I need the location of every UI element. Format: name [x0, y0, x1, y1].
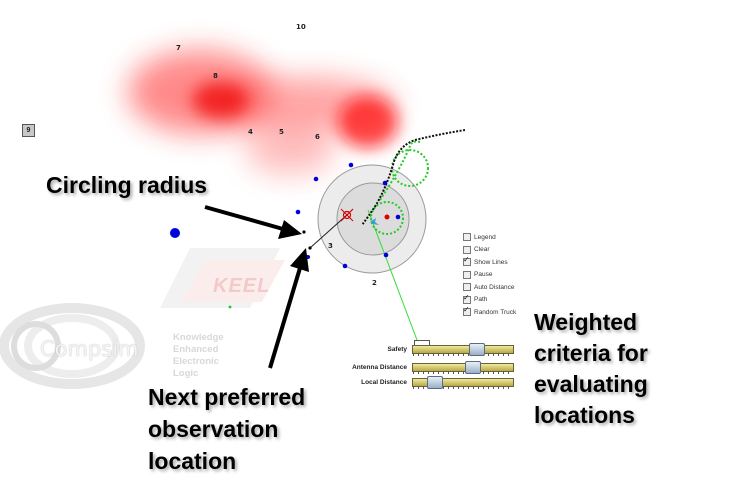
keel-line: Electronic: [173, 356, 219, 367]
checkbox-label: Pause: [474, 271, 493, 279]
aircraft-icon: [370, 218, 379, 225]
checkbox-box[interactable]: [463, 270, 471, 279]
control-panel: Legend Clear Show Lines Pause Auto Dista…: [463, 231, 516, 319]
antenna-distance-slider[interactable]: Antenna Distance: [300, 361, 514, 374]
slider-label: Antenna Distance: [352, 364, 407, 371]
auto-distance-checkbox[interactable]: Auto Distance: [463, 281, 516, 294]
callout-line: observation: [148, 416, 279, 442]
circling-point: [302, 230, 306, 234]
node-number: 7: [176, 44, 181, 52]
sightline: [367, 209, 421, 349]
random-truck-checkbox[interactable]: Random Truck: [463, 305, 517, 319]
node-number: 8: [213, 72, 218, 80]
keel-logo-shape: [160, 248, 285, 308]
callout-line: evaluating: [534, 371, 648, 397]
legend-checkbox[interactable]: Legend: [463, 231, 516, 244]
checkbox-box[interactable]: [463, 305, 471, 317]
checkbox-box[interactable]: [463, 255, 471, 267]
keel-tagline: Knowledge Enhanced Electronic Logic: [173, 332, 224, 380]
checkbox-label: Random Truck: [474, 308, 517, 316]
checkbox-box[interactable]: [463, 245, 471, 254]
node-number: 3: [328, 242, 333, 250]
next-location-point: [308, 246, 312, 250]
vehicle-marker: [340, 208, 354, 222]
slider-label: Safety: [387, 346, 407, 353]
vehicle-path: [361, 129, 466, 226]
keel-line: Enhanced: [173, 344, 219, 355]
callout-line: criteria for: [534, 340, 648, 366]
heat-map: [128, 50, 398, 175]
checkbox-label: Path: [474, 296, 488, 304]
show-lines-checkbox[interactable]: Show Lines: [463, 255, 516, 269]
node-number: 5: [279, 128, 284, 136]
checkbox-label: Auto Distance: [474, 283, 515, 291]
slider-thumb[interactable]: [469, 343, 485, 356]
slider-track[interactable]: [412, 343, 514, 356]
callout-arrows: [204, 205, 309, 369]
slider-label: Local Distance: [361, 379, 407, 386]
keel-line: Knowledge: [173, 332, 224, 343]
next-location-callout: Next preferred observation location: [148, 381, 305, 477]
checkbox-box[interactable]: [463, 293, 471, 304]
slider-thumb[interactable]: [465, 361, 481, 374]
safety-slider[interactable]: Safety: [300, 343, 514, 356]
weighted-criteria-callout: Weighted criteria for evaluating locatio…: [534, 307, 648, 431]
green-marker: [228, 305, 232, 309]
checkbox-box[interactable]: [463, 283, 471, 292]
callout-line: Next preferred: [148, 384, 306, 410]
path-checkbox[interactable]: Path: [463, 293, 516, 307]
blue-nodes: [170, 162, 401, 269]
node-number: 2: [372, 279, 377, 287]
checkbox-box[interactable]: [463, 233, 471, 242]
node-number: 10: [296, 23, 306, 31]
local-distance-slider[interactable]: Local Distance: [300, 376, 514, 389]
slider-thumb[interactable]: [427, 376, 443, 389]
node-number: 6: [315, 133, 320, 141]
circling-radius-callout: Circling radius: [46, 172, 208, 198]
slider-track[interactable]: [412, 376, 514, 389]
checkbox-label: Legend: [474, 233, 496, 241]
slider-track[interactable]: [412, 361, 514, 374]
checkbox-label: Show Lines: [474, 258, 508, 266]
callout-line: Weighted: [534, 309, 638, 335]
node-box[interactable]: 9: [22, 124, 35, 137]
compsim-logo-text: Compsim: [40, 337, 139, 361]
keel-logo-text: KEEL: [213, 275, 271, 297]
checkbox-label: Clear: [474, 246, 490, 254]
callout-line: location: [148, 448, 237, 474]
keel-line: Logic: [173, 368, 199, 379]
callout-line: locations: [534, 402, 635, 428]
green-arc-path: [379, 140, 421, 201]
node-number: 4: [248, 128, 253, 136]
pause-checkbox[interactable]: Pause: [463, 269, 516, 282]
compsim-logo-shape: [0, 303, 145, 389]
clear-checkbox[interactable]: Clear: [463, 244, 516, 257]
target-marker: [384, 214, 390, 220]
